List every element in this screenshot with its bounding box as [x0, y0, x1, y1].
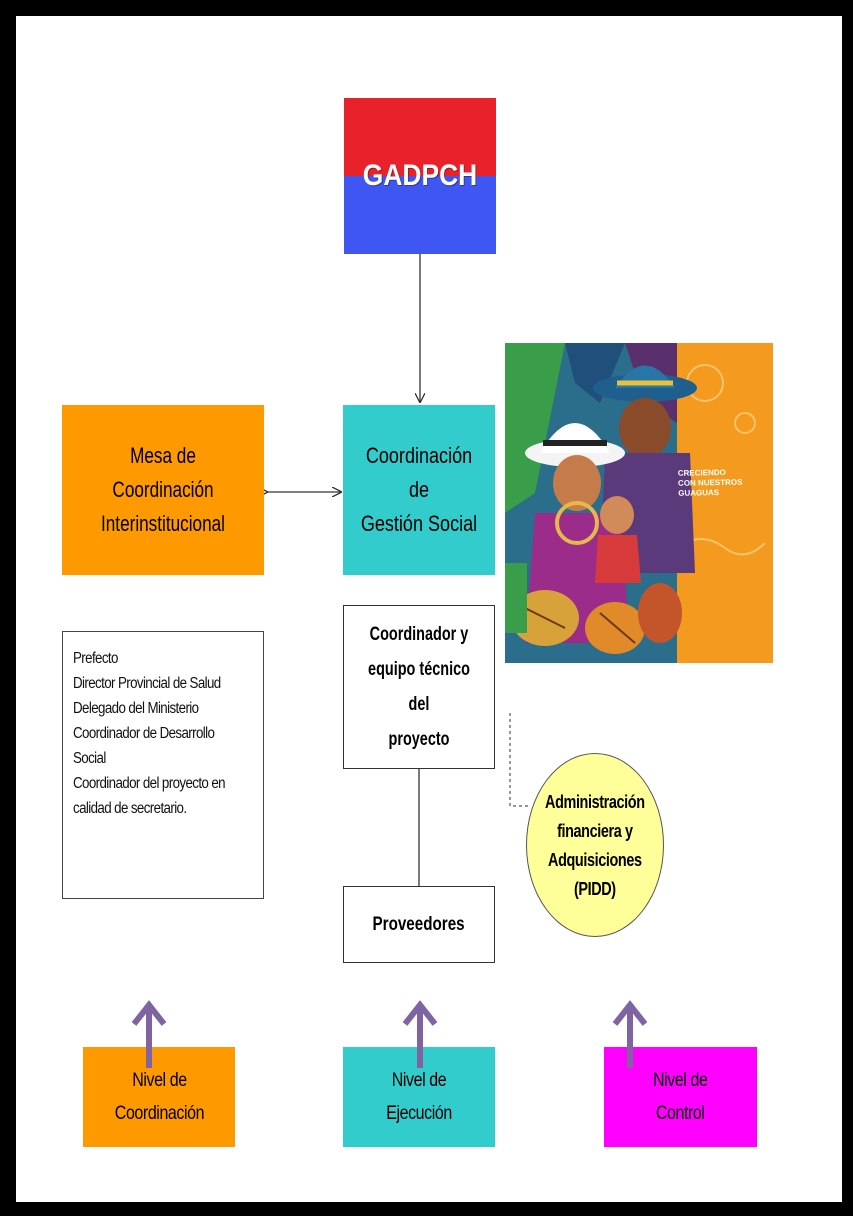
connector-equipo-to-admin-dashed: [509, 713, 528, 807]
admin-line4: (PIDD): [574, 878, 616, 899]
member-item: Director Provincial de Salud: [73, 675, 221, 692]
level-arrows: [131, 1000, 648, 1068]
nivel-ejecucion-line2: Ejecución: [386, 1102, 452, 1124]
nivel-control-line1: Nivel de: [653, 1069, 708, 1091]
coordinacion-gestion-social-box: Coordinación de Gestión Social: [343, 405, 495, 575]
nivel-control-line2: Control: [656, 1102, 705, 1124]
org-chart-canvas: GADPCH Mesa de Coordinación Interinstitu…: [16, 16, 842, 1202]
equipo-line1: Coordinador y: [369, 623, 469, 645]
mesa-line1: Mesa de Coordinación: [112, 442, 214, 502]
admin-line3: Adquisiciones: [548, 849, 642, 870]
campaign-poster-image: CRECIENDO CON NUESTROS GUAGUAS: [505, 343, 773, 663]
equipo-line3: proyecto: [388, 729, 450, 751]
poster-illustration: [505, 343, 773, 663]
admin-line1: Administración: [545, 791, 645, 812]
member-item: Prefecto: [73, 650, 118, 667]
admin-line2: financiera y: [557, 820, 633, 841]
arrow-up-icon: [131, 1000, 167, 1068]
nivel-ejecucion-line1: Nivel de: [391, 1069, 447, 1091]
equipo-tecnico-box: Coordinador y equipo técnico del proyect…: [343, 605, 495, 769]
member-item: Delegado del Ministerio: [73, 700, 199, 717]
connectors: [16, 254, 528, 886]
coordinacion-line2: Gestión Social: [360, 511, 478, 537]
coordinacion-line1: Coordinación de: [365, 442, 473, 502]
arrow-up-icon: [612, 1000, 648, 1068]
nivel-ejecucion-box: Nivel de Ejecución: [343, 1047, 495, 1147]
member-item: Social: [73, 750, 106, 767]
nivel-coordinacion-line2: Coordinación: [114, 1102, 204, 1124]
nivel-coordinacion-box: Nivel de Coordinación: [83, 1047, 235, 1147]
equipo-line2: equipo técnico del: [368, 658, 470, 715]
mesa-coordinacion-box: Mesa de Coordinación Interinstitucional: [62, 405, 264, 575]
members-list-box: Prefecto Director Provincial de Salud De…: [62, 631, 264, 899]
member-item: Coordinador del proyecto en: [73, 775, 226, 792]
mesa-line2: Interinstitucional: [100, 511, 225, 537]
member-item: calidad de secretario.: [73, 800, 187, 817]
nivel-coordinacion-line1: Nivel de: [131, 1069, 187, 1091]
proveedores-box: Proveedores: [343, 886, 495, 963]
proveedores-label: Proveedores: [372, 913, 466, 935]
administracion-financiera-circle: Administración financiera y Adquisicione…: [526, 753, 664, 937]
gadpch-box: GADPCH: [344, 98, 496, 254]
member-item: Coordinador de Desarrollo: [73, 725, 215, 742]
arrow-up-icon: [402, 1000, 438, 1068]
gadpch-label: GADPCH: [362, 159, 478, 192]
